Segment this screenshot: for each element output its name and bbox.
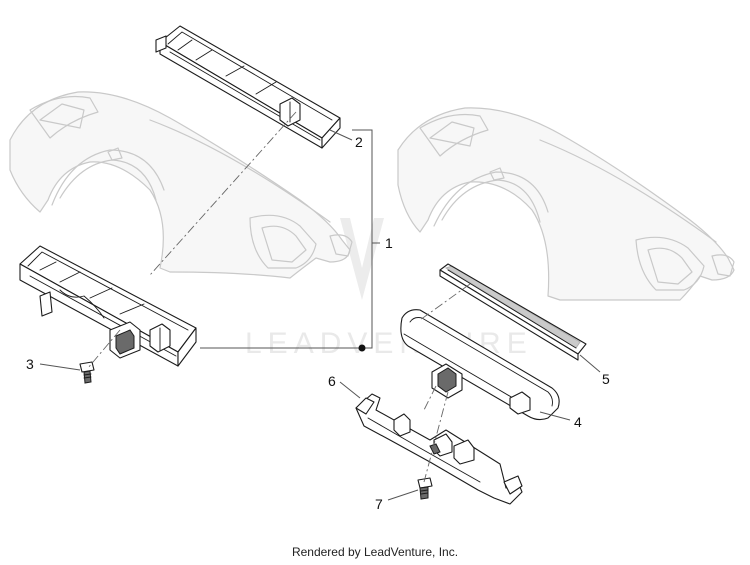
callout-1: 1 (385, 235, 393, 251)
instrument-housing-4[interactable] (400, 309, 560, 421)
callout-6: 6 (328, 373, 336, 389)
lens-gasket-5[interactable] (439, 263, 587, 361)
callout-3: 3 (26, 356, 34, 372)
callout-2: 2 (355, 134, 363, 150)
screw-7[interactable] (417, 477, 433, 500)
screw-3[interactable] (79, 361, 95, 384)
left-handlebar-cover-ghost (9, 91, 353, 279)
footer-credit: Rendered by LeadVenture, Inc. (291, 545, 459, 559)
callout-5: 5 (602, 371, 610, 387)
callout-4: 4 (574, 414, 582, 430)
mounting-bracket-6[interactable] (355, 393, 523, 505)
assembly-lines (87, 111, 471, 483)
callout-7: 7 (375, 496, 383, 512)
right-handlebar-cover-ghost (397, 107, 735, 301)
callout-leaders (39, 129, 601, 501)
instrument-cluster-top[interactable] (155, 25, 341, 149)
instrument-cluster-assembly[interactable] (19, 245, 197, 367)
